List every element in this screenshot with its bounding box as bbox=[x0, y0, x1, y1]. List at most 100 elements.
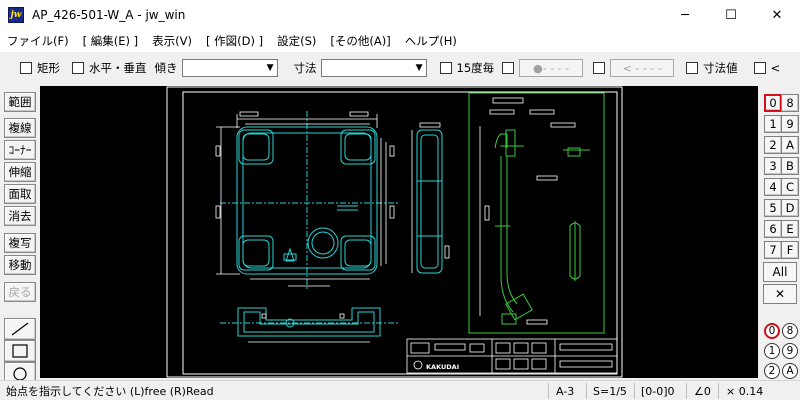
front-view-dims bbox=[248, 313, 370, 343]
zoom-multiplier[interactable]: × 0.14 bbox=[726, 384, 764, 398]
front-view bbox=[220, 307, 400, 337]
layer-group-7[interactable]: 7 bbox=[764, 241, 782, 259]
trap-detail bbox=[494, 129, 590, 325]
menu-help[interactable]: ヘルプ(H) bbox=[404, 34, 457, 48]
dim-value-option[interactable]: 寸法値 bbox=[686, 60, 738, 76]
paper-size[interactable]: A-3 bbox=[556, 384, 575, 398]
scale-display[interactable]: S=1/5 bbox=[593, 384, 627, 398]
status-bar: 始点を指示してください (L)free (R)Read A-3 S=1/5 [0… bbox=[0, 380, 800, 400]
menu-file[interactable]: ファイル(F) bbox=[7, 34, 69, 48]
dim-label: 寸法 bbox=[293, 61, 317, 75]
layer-group-d[interactable]: D bbox=[781, 199, 799, 217]
undo-button[interactable]: 戻る bbox=[4, 282, 36, 302]
lt-label: < bbox=[770, 61, 781, 75]
layer-group-8[interactable]: 8 bbox=[781, 94, 799, 112]
layer-group-3[interactable]: 3 bbox=[764, 157, 782, 175]
rectangle-tool-button[interactable] bbox=[4, 340, 36, 362]
move-button[interactable]: 移動 bbox=[4, 255, 36, 275]
layer-group-2[interactable]: 2 bbox=[764, 136, 782, 154]
cad-drawing: KAKUDAI bbox=[166, 86, 623, 378]
line-tool-button[interactable] bbox=[4, 318, 36, 340]
current-layer[interactable]: [0-0]0 bbox=[641, 384, 675, 398]
angle-display[interactable]: ∠0 bbox=[694, 384, 711, 398]
deg15-label: 15度毎 bbox=[456, 61, 495, 75]
chamfer-button[interactable]: 面取 bbox=[4, 184, 36, 204]
left-tool-panel: 範囲 複線 ｺｰﾅｰ 伸縮 面取 消去 複写 移動 戻る bbox=[0, 86, 40, 384]
detail-dims bbox=[479, 97, 576, 325]
title-bar: jw AP_426-501-W_A - jw_win ─ ☐ ✕ bbox=[0, 0, 800, 30]
dim-value-label: 寸法値 bbox=[703, 61, 738, 75]
layer-group-1[interactable]: 1 bbox=[764, 115, 782, 133]
rectangle-icon bbox=[12, 344, 28, 358]
layer-all-button[interactable]: All bbox=[763, 262, 797, 282]
layer-group-f[interactable]: F bbox=[781, 241, 799, 259]
layer-group-9[interactable]: 9 bbox=[781, 115, 799, 133]
line-type-checkbox[interactable] bbox=[502, 62, 515, 74]
maximize-button[interactable]: ☐ bbox=[725, 7, 737, 23]
stretch-button[interactable]: 伸縮 bbox=[4, 162, 36, 182]
layer-a[interactable]: A bbox=[782, 363, 798, 379]
slope-label: 傾き bbox=[154, 61, 178, 75]
close-button[interactable]: ✕ bbox=[771, 7, 783, 23]
layer-group-e[interactable]: E bbox=[781, 220, 799, 238]
detail-frame bbox=[468, 92, 605, 334]
menu-bar: ファイル(F) [ 編集(E) ] 表示(V) [ 作図(D) ] 設定(S) … bbox=[0, 30, 800, 52]
menu-settings[interactable]: 設定(S) bbox=[277, 34, 317, 48]
rect-checkbox[interactable] bbox=[20, 62, 32, 74]
arrow-type-checkbox[interactable] bbox=[593, 62, 606, 74]
deg15-option[interactable]: 15度毎 bbox=[439, 60, 495, 76]
layer-1[interactable]: 1 bbox=[764, 343, 780, 359]
arrow-type-button[interactable]: < - - - - bbox=[610, 59, 675, 77]
title-block-company: KAKUDAI bbox=[426, 363, 459, 371]
layer-panel: 0 8 1 9 2 A 3 B 4 C 5 D 6 E 7 F All ✕ 0 … bbox=[760, 86, 800, 380]
drawing-canvas[interactable]: KAKUDAI bbox=[40, 86, 758, 378]
minimize-button[interactable]: ─ bbox=[681, 7, 689, 23]
hv-option[interactable]: 水平・垂直 bbox=[72, 60, 147, 76]
app-icon: jw bbox=[8, 7, 24, 23]
erase-button[interactable]: 消去 bbox=[4, 206, 36, 226]
plan-view bbox=[220, 111, 400, 291]
layer-group-5[interactable]: 5 bbox=[764, 199, 782, 217]
sheet-outer-frame bbox=[166, 86, 623, 378]
dim-combo[interactable]: ▼ bbox=[320, 59, 427, 77]
menu-other[interactable]: [その他(A)] bbox=[330, 34, 391, 48]
layer-9[interactable]: 9 bbox=[782, 343, 798, 359]
line-type-button[interactable]: ●- - - - bbox=[519, 59, 584, 77]
copy-button[interactable]: 複写 bbox=[4, 233, 36, 253]
layer-0[interactable]: 0 bbox=[764, 323, 780, 339]
side-view bbox=[416, 129, 443, 274]
menu-draw[interactable]: [ 作図(D) ] bbox=[205, 34, 264, 48]
layer-group-6[interactable]: 6 bbox=[764, 220, 782, 238]
layer-clear-button[interactable]: ✕ bbox=[763, 284, 797, 304]
layer-2[interactable]: 2 bbox=[764, 363, 780, 379]
double-line-button[interactable]: 複線 bbox=[4, 118, 36, 138]
side-view-dims bbox=[411, 122, 450, 273]
rect-option[interactable]: 矩形 bbox=[20, 60, 60, 76]
tool-options-bar: 矩形 水平・垂直 傾き ▼ 寸法 ▼ 15度毎 ●- - - - < - - -… bbox=[0, 56, 800, 80]
lt-option[interactable]: < bbox=[753, 61, 781, 75]
layer-8[interactable]: 8 bbox=[782, 323, 798, 339]
dim-value-checkbox[interactable] bbox=[686, 62, 699, 74]
hv-label: 水平・垂直 bbox=[89, 61, 147, 75]
title-block bbox=[406, 338, 618, 374]
plan-dimensions bbox=[215, 111, 395, 287]
slope-combo[interactable]: ▼ bbox=[181, 59, 278, 77]
sheet-inner-frame bbox=[182, 91, 618, 375]
range-button[interactable]: 範囲 bbox=[4, 92, 36, 112]
layer-group-4[interactable]: 4 bbox=[764, 178, 782, 196]
layer-group-0[interactable]: 0 bbox=[764, 94, 782, 112]
menu-view[interactable]: 表示(V) bbox=[152, 34, 192, 48]
layer-group-b[interactable]: B bbox=[781, 157, 799, 175]
corner-button[interactable]: ｺｰﾅｰ bbox=[4, 140, 36, 160]
hv-checkbox[interactable] bbox=[72, 62, 84, 74]
line-icon bbox=[11, 322, 29, 336]
rect-label: 矩形 bbox=[37, 61, 60, 75]
chevron-down-icon: ▼ bbox=[266, 63, 274, 73]
layer-group-a[interactable]: A bbox=[781, 136, 799, 154]
lt-checkbox[interactable] bbox=[753, 62, 766, 74]
menu-edit[interactable]: [ 編集(E) ] bbox=[82, 34, 139, 48]
chevron-down-icon: ▼ bbox=[415, 63, 423, 73]
circle-icon bbox=[13, 367, 27, 381]
deg15-checkbox[interactable] bbox=[439, 62, 452, 74]
layer-group-c[interactable]: C bbox=[781, 178, 799, 196]
